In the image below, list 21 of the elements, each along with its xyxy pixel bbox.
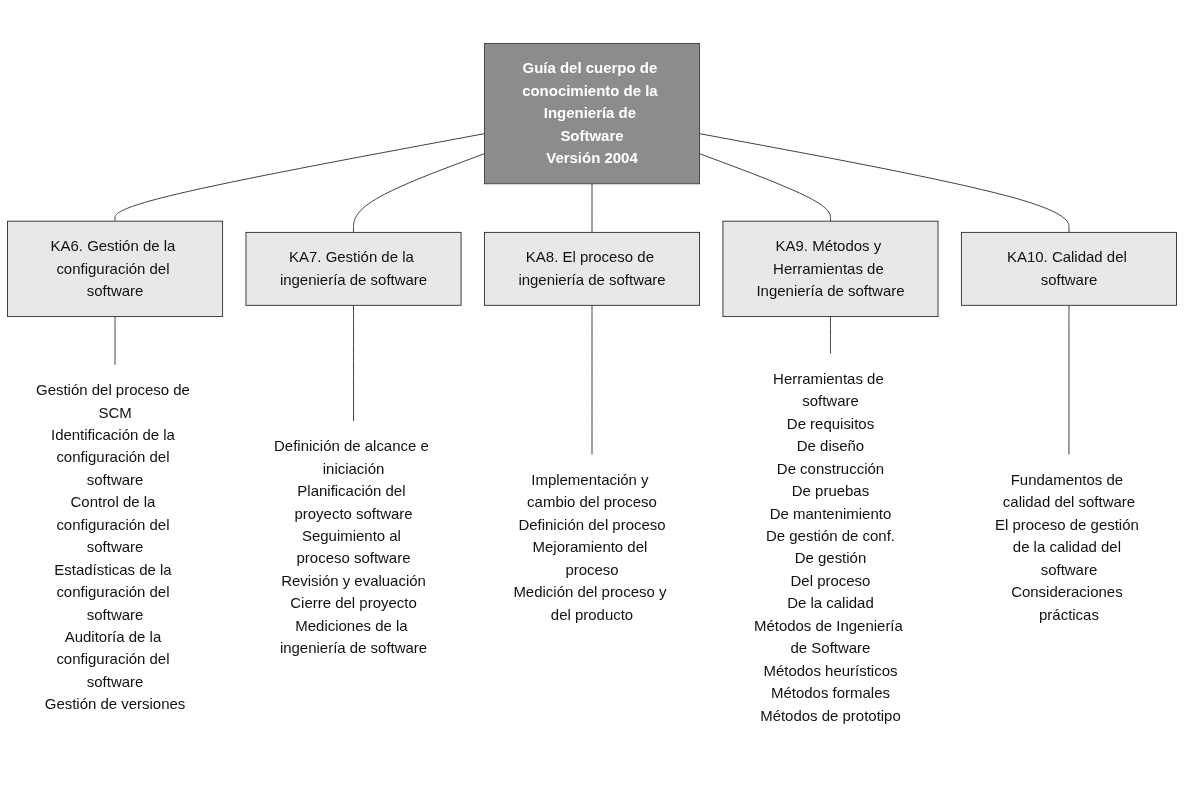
- node-box: KA6. Gestión de la configuración del software: [7, 220, 224, 318]
- node-box: KA10. Calidad del software: [960, 232, 1177, 306]
- node-text: Herramientas de software De requisitos De diseño De construcción De pruebas De mantenimiento De gestión de conf. De gestión Del proceso De la calidad Métodos de Ingeniería de Software Métodos heurísticos Métodos formales Métodos de prototipo: [753, 370, 903, 724]
- connector: [1068, 305, 1070, 456]
- node-text: Gestión del proceso de SCM Identificación de la configuración del software Control de la configuración del software Estadísticas de la configuración del software Auditoría de la configuración del software Gestión de versiones: [36, 382, 190, 713]
- connector: [353, 153, 485, 234]
- connector: [353, 305, 354, 422]
- node-text: Implementación y cambio del proceso Definición del proceso Mejoramiento del proceso Medición del proceso y del producto: [513, 471, 667, 623]
- node-text: Fundamentos de calidad del software El proceso de gestión de la calidad del software Consideraciones prácticas: [994, 471, 1139, 623]
- node-box: Guía del cuerpo de conocimiento de la Ingeniería de Software Versión 2004: [483, 43, 700, 185]
- node-box: KA8. El proceso de ingeniería de software: [483, 232, 700, 306]
- connector: [591, 183, 593, 234]
- connector: [114, 133, 485, 222]
- connector: [114, 316, 116, 366]
- connector: [699, 153, 831, 222]
- node-box: KA9. Métodos y Herramientas de Ingeniería de software: [722, 220, 939, 318]
- connector: [830, 316, 831, 355]
- connector: [591, 305, 593, 456]
- connector: [699, 133, 1070, 234]
- node-box: KA7. Gestión de la ingeniería de software: [245, 232, 462, 306]
- node-text: Definición de alcance e iniciación Planificación del proyecto software Seguimiento al proceso software Revisión y evaluación Cierre del proyecto Mediciones de la ingeniería de software: [274, 438, 429, 657]
